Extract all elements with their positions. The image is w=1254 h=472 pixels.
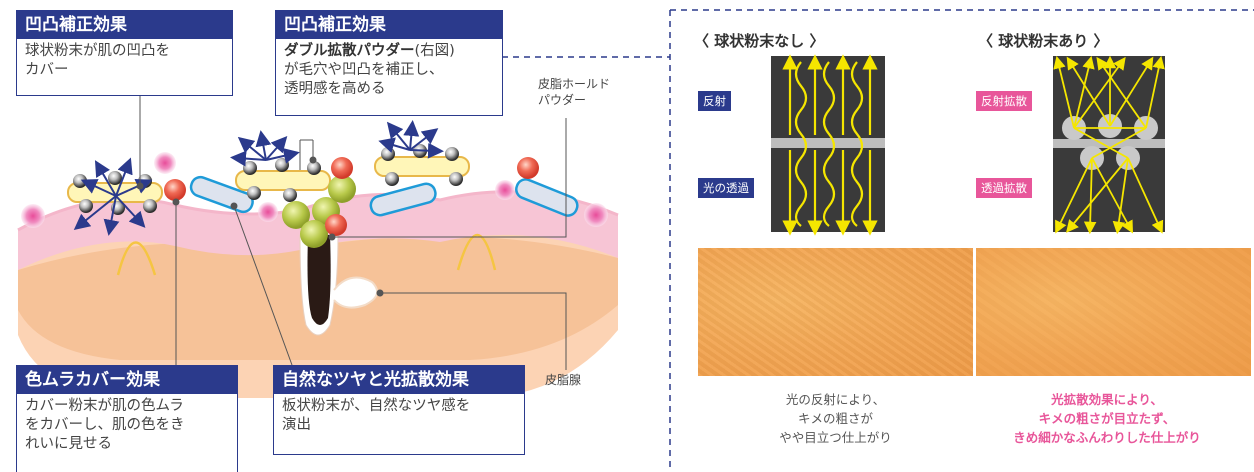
box-title: 凹凸補正効果	[276, 11, 502, 39]
title-without-powder: 〈 球状粉末なし 〉	[694, 32, 825, 50]
tag-transmission-diffusion: 透過拡散	[976, 178, 1032, 198]
box-color-unevenness: 色ムラカバー効果 カバー粉末が肌の色ムラ をカバーし、肌の色をき れいに見せる	[16, 365, 238, 472]
box-title: 自然なツヤと光拡散効果	[274, 366, 524, 394]
pink-spheres	[21, 152, 608, 228]
panel-with-powder	[1053, 55, 1165, 235]
box-title: 色ムラカバー効果	[17, 366, 237, 394]
light-scatter-arrows	[73, 120, 444, 236]
skin-photo-with-powder	[976, 248, 1251, 376]
box-text: カバー粉末が肌の色ムラ をカバーし、肌の色をき れいに見せる	[25, 398, 185, 452]
label-sebaceous-gland: 皮脂腺	[545, 373, 582, 387]
box-title: 凹凸補正効果	[17, 11, 232, 39]
tag-transmission: 光の透過	[698, 178, 754, 198]
tag-reflection-diffusion: 反射拡散	[976, 91, 1032, 111]
tag-reflection: 反射	[698, 91, 731, 111]
comparison-frame	[669, 9, 1254, 471]
panel-without-powder	[771, 54, 885, 236]
pore-fill-spheres	[282, 175, 356, 248]
label-sebum-hold-powder: 皮脂ホールド パウダー	[538, 77, 611, 107]
caption-with-powder: 光拡散効果により、 キメの粗さが目立たず、 きめ細かなふんわりした仕上がり	[1013, 392, 1201, 445]
leader-lines	[136, 92, 567, 370]
sebum-hold-plates	[189, 175, 579, 217]
box-bump-correction-left: 凹凸補正効果 球状粉末が肌の凹凸を カバー	[16, 10, 233, 96]
box-text: 板状粉末が、自然なツヤ感を 演出	[282, 398, 471, 433]
box-bump-correction-center: 凹凸補正効果 ダブル拡散パウダー(右図) が毛穴や凹凸を補正し、 透明感を高める	[275, 10, 503, 116]
red-spheres	[164, 157, 539, 236]
skin-photo-without-powder	[698, 248, 973, 376]
title-with-powder: 〈 球状粉末あり 〉	[978, 32, 1109, 50]
box-text: ダブル拡散パウダー(右図) が毛穴や凹凸を補正し、 透明感を高める	[284, 43, 455, 97]
box-natural-gloss: 自然なツヤと光拡散効果 板状粉末が、自然なツヤ感を 演出	[273, 365, 525, 455]
caption-without-powder: 光の反射により、 キメの粗さが やや目立つ仕上がり	[779, 392, 892, 445]
box-text: 球状粉末が肌の凹凸を カバー	[25, 43, 170, 78]
